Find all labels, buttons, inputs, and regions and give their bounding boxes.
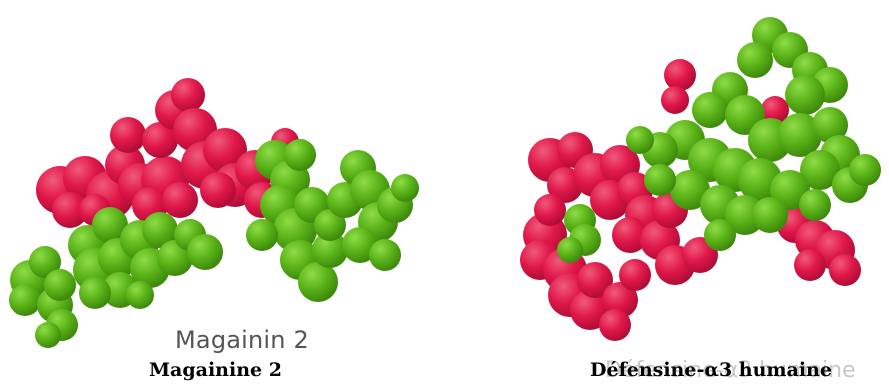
defensin-green-atoms: [557, 17, 881, 263]
magainin-molecule-image: [9, 78, 419, 348]
magainin-green-atoms: [9, 139, 419, 348]
defensin-red-atoms: [520, 59, 861, 341]
defensin-molecule-image: [520, 17, 881, 341]
magainin-image-label: Magainin 2: [175, 326, 310, 354]
magainin-red-atoms: [36, 78, 299, 228]
magainin-panel: Magainin 2 Magainine 2: [0, 0, 440, 388]
magainin-caption: Magainine 2: [149, 359, 282, 381]
defensin-image-label-faded: Défensine-α3 humaine: [605, 358, 856, 383]
defensin-panel: Défensine-α3 humaine Défensine-α3 humain…: [470, 0, 889, 388]
defensin-caption: Défensine-α3 humaine: [590, 359, 832, 381]
